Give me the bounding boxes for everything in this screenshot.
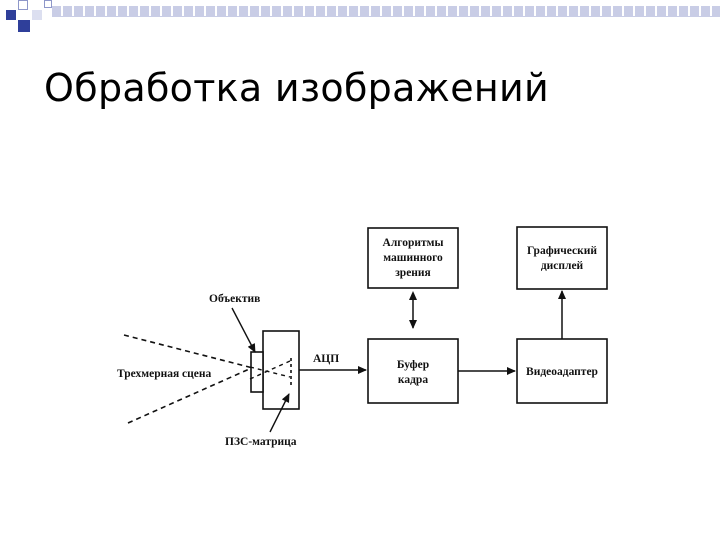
deco-square bbox=[44, 0, 52, 8]
deco-square bbox=[18, 0, 28, 10]
buffer-label-2: кадра bbox=[398, 374, 428, 386]
objective-label: Объектив bbox=[209, 293, 260, 305]
top-bar-line bbox=[52, 16, 720, 17]
ccd-matrix-box bbox=[262, 330, 300, 410]
scene-label: Трехмерная сцена bbox=[117, 368, 212, 380]
display-label-2: дисплей bbox=[541, 260, 584, 272]
videoadapter-box bbox=[516, 338, 608, 404]
rays-inside bbox=[249, 360, 291, 380]
slide-title: Обработка изображений bbox=[44, 66, 550, 110]
buffer-box bbox=[367, 338, 459, 404]
display-label-1: Графический bbox=[527, 245, 597, 257]
camera bbox=[250, 330, 300, 410]
adc-label: АЦП bbox=[313, 353, 339, 365]
objective-pointer bbox=[231, 307, 256, 353]
algorithms-label-1: Алгоритмы bbox=[383, 237, 444, 249]
top-bar-decoration bbox=[52, 6, 720, 16]
objective-lens bbox=[250, 351, 264, 393]
deco-square bbox=[6, 10, 16, 20]
deco-square bbox=[18, 20, 30, 32]
algorithms-label-3: зрения bbox=[395, 267, 431, 279]
ccd-pointer bbox=[269, 393, 290, 433]
algorithms-label-2: машинного bbox=[383, 252, 443, 264]
display-box bbox=[516, 226, 608, 290]
videoadapter-label: Видеоадаптер bbox=[526, 366, 598, 378]
ray-lower bbox=[127, 349, 293, 424]
algorithms-box bbox=[367, 227, 459, 289]
buffer-label-1: Буфер bbox=[397, 359, 429, 371]
ccd-label: ПЗС-матрица bbox=[225, 436, 297, 448]
deco-square bbox=[32, 10, 42, 20]
